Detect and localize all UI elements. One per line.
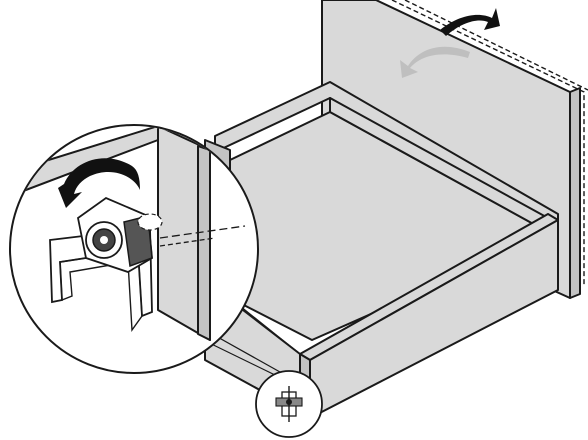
- panel-rotate-arrows: [400, 8, 500, 78]
- detail-magnifier: [9, 124, 259, 374]
- front-panel-edge: [569, 87, 581, 299]
- detail-dowel-dashed: [159, 225, 246, 239]
- curved-arrow-light-icon: [400, 46, 470, 78]
- detail-drawer-top: [11, 126, 159, 197]
- curved-arrow-dark-icon: [440, 8, 500, 36]
- detail-dowel-dashed-2: [159, 237, 216, 247]
- front-panel-dashed-outline: [391, 0, 585, 285]
- curved-arrow-rotate-icon: [58, 158, 140, 208]
- front-panel-dashed-outline-2: [404, 0, 588, 91]
- detail-side-panel-face: [197, 145, 211, 341]
- small-detail-magnifier: [255, 370, 323, 438]
- drawer-runner-clip-icon: [275, 386, 303, 422]
- cam-lock-icon: [77, 196, 163, 273]
